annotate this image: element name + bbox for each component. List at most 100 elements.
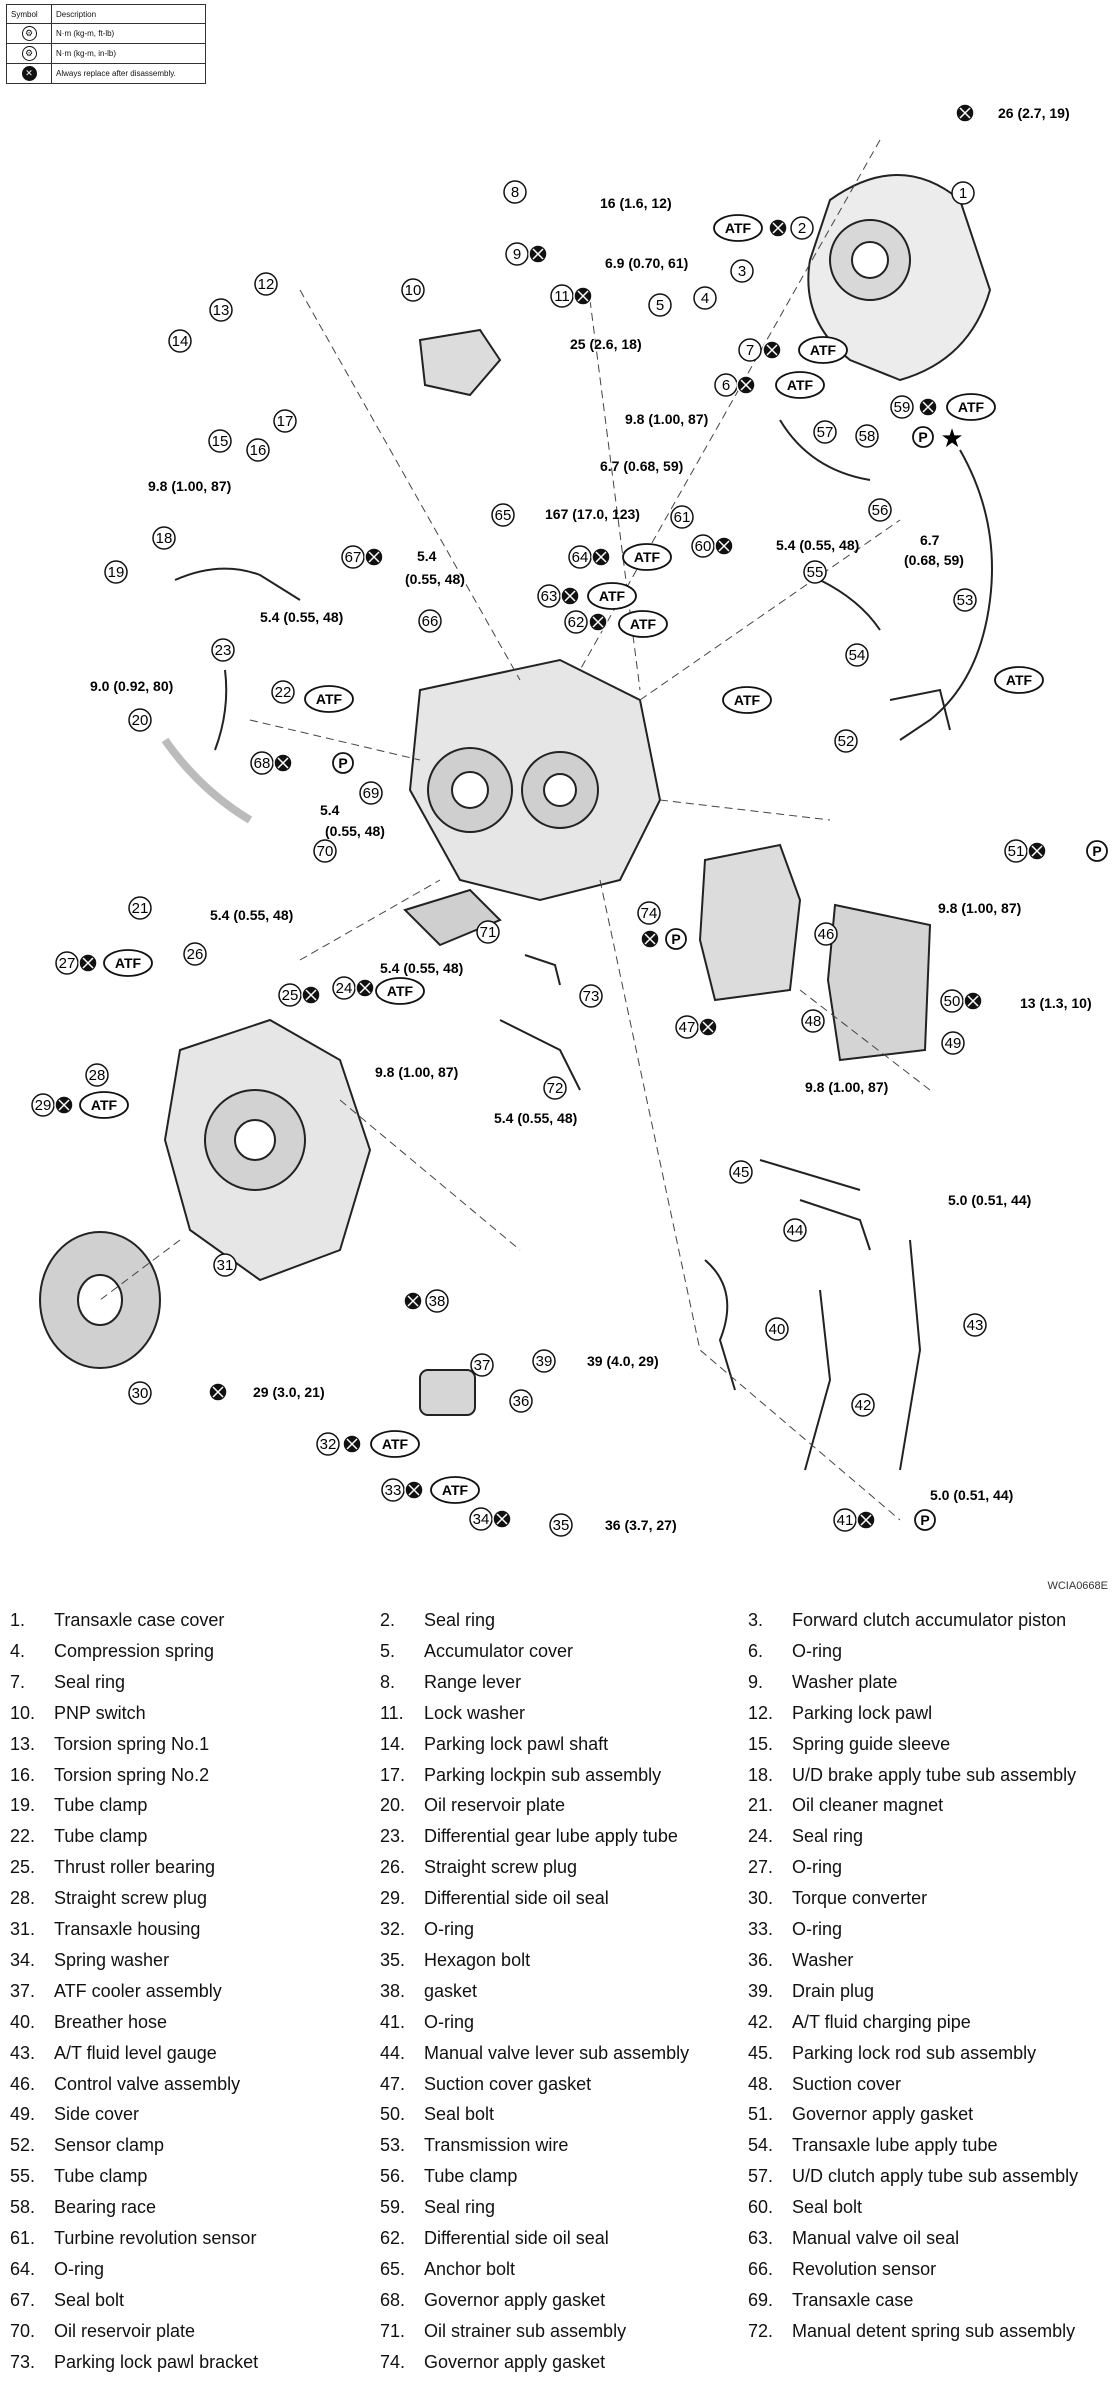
part-number: 29. bbox=[380, 1888, 406, 1909]
torque-label: 36 (3.7, 27) bbox=[605, 1517, 677, 1533]
svg-text:26: 26 bbox=[187, 946, 204, 963]
atf-badge: ATF bbox=[375, 977, 425, 1005]
callout-20: 20 bbox=[128, 708, 152, 732]
svg-text:32: 32 bbox=[320, 1436, 337, 1453]
replace-x-icon bbox=[560, 586, 580, 606]
part-name: Drain plug bbox=[792, 1980, 875, 2001]
atf-badge: ATF bbox=[618, 610, 668, 638]
part-list-item: 67.Seal bolt bbox=[10, 2290, 124, 2311]
callout-32: 32 bbox=[316, 1432, 340, 1456]
callout-40: 40 bbox=[765, 1317, 789, 1341]
part-name: Differential side oil seal bbox=[424, 1888, 609, 1909]
part-number: 70. bbox=[10, 2320, 36, 2341]
transaxle-lube-tube-shape bbox=[819, 579, 881, 631]
part-number: 33. bbox=[748, 1919, 774, 1939]
callout-38: 38 bbox=[425, 1289, 449, 1313]
callout-8: 8 bbox=[503, 180, 527, 204]
part-number: 15. bbox=[748, 1733, 774, 1754]
svg-text:33: 33 bbox=[385, 1482, 402, 1499]
svg-text:53: 53 bbox=[957, 592, 974, 609]
part-list-item: 16.Torsion spring No.2 bbox=[10, 1765, 209, 1786]
part-number: 17. bbox=[380, 1764, 406, 1785]
svg-text:44: 44 bbox=[787, 1222, 804, 1239]
callout-69: 69 bbox=[359, 781, 383, 805]
replace-x-icon bbox=[918, 397, 938, 417]
part-number: 51. bbox=[748, 2104, 774, 2125]
part-name: Forward clutch accumulator piston bbox=[792, 1610, 1067, 1630]
torque-label: 5.4 (0.55, 48) bbox=[494, 1110, 577, 1126]
manual-detent-spring-shape bbox=[499, 1019, 581, 1091]
part-name: Torsion spring No.1 bbox=[54, 1733, 210, 1754]
callout-25: 25 bbox=[278, 983, 302, 1007]
part-number: 13. bbox=[10, 1733, 36, 1754]
part-name: Seal ring bbox=[54, 1671, 126, 1692]
part-number: 69. bbox=[748, 2289, 774, 2310]
svg-text:ATF: ATF bbox=[634, 549, 661, 565]
atf-badge: ATF bbox=[304, 685, 354, 713]
part-number: 12. bbox=[748, 1702, 774, 1723]
callout-53: 53 bbox=[953, 588, 977, 612]
part-list-item: 22.Tube clamp bbox=[10, 1826, 147, 1847]
svg-text:64: 64 bbox=[572, 549, 589, 566]
torque-labels: 26 (2.7, 19) 16 (1.6, 12) 6.9 (0.70, 61)… bbox=[90, 105, 1092, 1533]
svg-text:7: 7 bbox=[746, 342, 754, 359]
part-number: 26. bbox=[380, 1857, 406, 1878]
part-number: 28. bbox=[10, 1888, 36, 1909]
part-list-item: 15.Spring guide sleeve bbox=[748, 1734, 950, 1755]
svg-text:6: 6 bbox=[722, 377, 730, 394]
svg-text:2: 2 bbox=[798, 220, 806, 237]
torque-label: 5.4 (0.55, 48) bbox=[776, 537, 859, 553]
callout-66: 66 bbox=[418, 609, 442, 633]
part-number: 18. bbox=[748, 1764, 774, 1785]
replace-x-icons bbox=[54, 103, 1047, 1530]
callout-70: 70 bbox=[313, 839, 337, 863]
callout-35: 35 bbox=[549, 1513, 573, 1537]
svg-text:48: 48 bbox=[805, 1013, 822, 1030]
svg-text:46: 46 bbox=[818, 926, 835, 943]
part-number: 20. bbox=[380, 1795, 406, 1816]
svg-text:15: 15 bbox=[212, 433, 229, 450]
replace-x-icon bbox=[54, 1095, 74, 1115]
part-name: Tube clamp bbox=[424, 2166, 518, 2187]
torque-label: 29 (3.0, 21) bbox=[253, 1384, 325, 1400]
callout-37: 37 bbox=[470, 1353, 494, 1377]
torque-label: 5.4 bbox=[417, 548, 437, 564]
part-number: 34. bbox=[10, 1949, 36, 1970]
part-number: 56. bbox=[380, 2166, 406, 2187]
svg-text:62: 62 bbox=[568, 614, 585, 631]
pnp-switch-shape bbox=[418, 328, 502, 397]
part-list-item: 59.Seal ring bbox=[380, 2197, 495, 2218]
svg-text:69: 69 bbox=[363, 785, 380, 802]
replace-x-icon bbox=[768, 218, 788, 238]
part-number: 5. bbox=[380, 1640, 396, 1661]
replace-x-icon bbox=[78, 953, 98, 973]
callout-63: 63 bbox=[537, 584, 561, 608]
breather-hose-shape bbox=[704, 1259, 736, 1391]
part-list-item: 69.Transaxle case bbox=[748, 2290, 913, 2311]
callout-51: 51 bbox=[1004, 839, 1028, 863]
part-number: 19. bbox=[10, 1795, 36, 1816]
torque-label: 5.0 (0.51, 44) bbox=[948, 1192, 1031, 1208]
part-name: Tube clamp bbox=[54, 1826, 148, 1847]
diagram-code: WCIA0668E bbox=[1047, 1580, 1108, 1592]
svg-text:47: 47 bbox=[679, 1019, 696, 1036]
part-list-item: 42.A/T fluid charging pipe bbox=[748, 2012, 971, 2033]
legend-row: ✕ Always replace after disassembly. bbox=[6, 63, 206, 84]
callout-49: 49 bbox=[941, 1031, 965, 1055]
torque-label: 9.8 (1.00, 87) bbox=[148, 478, 231, 494]
torque-label: (0.68, 59) bbox=[904, 552, 964, 568]
torque-label: 5.4 (0.55, 48) bbox=[380, 960, 463, 976]
callout-29: 29 bbox=[31, 1093, 55, 1117]
callout-52: 52 bbox=[834, 729, 858, 753]
part-name: Anchor bolt bbox=[424, 2258, 516, 2279]
part-list-item: 64.O-ring bbox=[10, 2259, 104, 2280]
svg-text:13: 13 bbox=[213, 302, 230, 319]
part-name: Oil cleaner magnet bbox=[792, 1795, 944, 1816]
svg-text:24: 24 bbox=[336, 980, 353, 997]
part-list-item: 70.Oil reservoir plate bbox=[10, 2321, 195, 2342]
svg-text:67: 67 bbox=[345, 549, 362, 566]
transmission-wire-shape bbox=[899, 449, 993, 741]
atf-badge: ATF bbox=[370, 1430, 420, 1458]
svg-text:45: 45 bbox=[733, 1164, 750, 1181]
atf-badge: ATF bbox=[994, 666, 1044, 694]
